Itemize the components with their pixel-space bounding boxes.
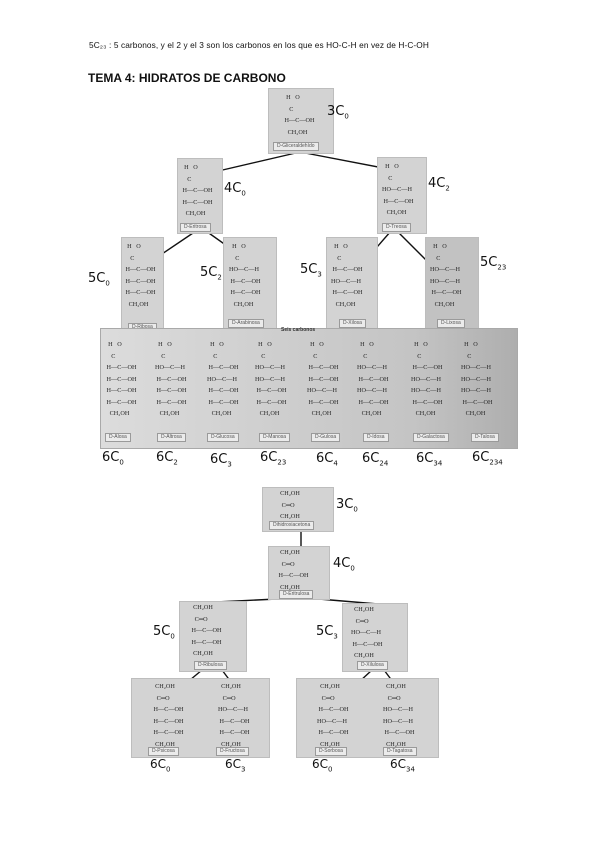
carbon-note: 5C3 (316, 624, 338, 641)
structure-card-xilulosa: CH₂OH C═O HO—C—H H—C—OH CH₂OH D-Xilulosa (342, 603, 408, 672)
structural-formula: CH₂OH C═O H—C—OH H—C—OH H—C—OH CH₂OH (153, 683, 184, 748)
page-title: TEMA 4: HIDRATOS DE CARBONO (88, 71, 286, 85)
structural-formula: H O C H—C—OH HO—C—H HO—C—H H—C—OH CH₂OH (411, 341, 443, 417)
structural-formula: CH₂OH C═O HO—C—H H—C—OH CH₂OH (351, 606, 383, 659)
structural-formula: H O C H—C—OH CH₂OH (284, 94, 315, 136)
structural-formula: H O C HO—C—H H—C—OH HO—C—H H—C—OH CH₂OH (357, 341, 389, 417)
structural-formula: H O C H—C—OH H—C—OH CH₂OH (182, 164, 213, 217)
carbon-note: 6C2 (156, 450, 178, 467)
structural-formula: H O C H—C—OH H—C—OH H—C—OH CH₂OH (125, 243, 156, 308)
molecule-label: D-Galactosa (413, 433, 449, 442)
six-carbon-label: Seis carbonos (281, 327, 316, 333)
carbon-note: 5C0 (88, 271, 110, 288)
molecule-label: Dihidroxiacetona (269, 521, 315, 530)
structure-card-eritrulosa: CH₂OH C═O H—C—OH CH₂OH D-Eritrulosa (268, 546, 330, 600)
molecule-label: D-Treosa (382, 223, 411, 232)
structure-card-lixosa: H O C HO—C—H HO—C—H H—C—OH CH₂OH D-Lixos… (425, 237, 479, 330)
structural-formula: CH₂OH C═O H—C—OH H—C—OH CH₂OH (191, 604, 222, 657)
structural-formula: H O C HO—C—H H—C—OH H—C—OH H—C—OH CH₂OH (155, 341, 187, 417)
six-carbon-panel: Seis carbonos H O C H—C—OH H—C—OH H—C—OH… (100, 327, 518, 449)
carbon-note: 6C24 (362, 451, 389, 468)
molecule-label: D-Xilulosa (357, 661, 388, 670)
structural-formula: CH₂OH C═O H—C—OH CH₂OH (278, 549, 309, 591)
structural-formula: H O C HO—C—H HO—C—H HO—C—H H—C—OH CH₂OH (461, 341, 493, 417)
molecule-label: D-Psicosa (148, 747, 179, 756)
carbon-note: 6C34 (416, 451, 443, 468)
carbon-note: 6C3 (225, 757, 246, 774)
structure-card-psicosa-fructosa: CH₂OH C═O H—C—OH H—C—OH H—C—OH CH₂OH D-P… (131, 678, 270, 758)
carbon-note: 3C0 (327, 104, 349, 121)
molecule-label: D-Xilosa (339, 319, 366, 328)
structure-card-arabinosa: H O C HO—C—H H—C—OH H—C—OH CH₂OH D-Arabi… (223, 237, 277, 330)
carbon-note: 6C4 (316, 451, 338, 468)
structural-formula: H O C HO—C—H HO—C—H H—C—OH H—C—OH CH₂OH (255, 341, 287, 417)
molecule-label: D-Alosa (105, 433, 131, 442)
structural-formula: H O C H—C—OH HO—C—H H—C—OH H—C—OH CH₂OH (207, 341, 239, 417)
structural-formula: H O C H—C—OH H—C—OH HO—C—H H—C—OH CH₂OH (307, 341, 339, 417)
carbon-note: 5C3 (300, 262, 322, 279)
molecule-label: D-Gliceraldehído (273, 142, 319, 151)
carbon-note: 5C23 (480, 255, 507, 272)
molecule-label: D-Eritrulosa (279, 590, 314, 599)
molecule-label: D-Gulosa (311, 433, 341, 442)
structural-formula: CH₂OH C═O H—C—OH HO—C—H H—C—OH CH₂OH (317, 683, 349, 748)
structure-card-eritrosa: H O C H—C—OH H—C—OH CH₂OH D-Eritrosa (177, 158, 223, 234)
header-note: 5C₂₃ : 5 carbonos, y el 2 y el 3 son los… (89, 40, 429, 50)
structural-formula: CH₂OH C═O HO—C—H HO—C—H H—C—OH CH₂OH (383, 683, 415, 748)
carbon-note: 3C0 (336, 497, 358, 514)
carbon-note: 6C23 (260, 450, 287, 467)
carbon-note: 6C34 (390, 757, 415, 774)
structure-card-sorbosa-tagatosa: CH₂OH C═O H—C—OH HO—C—H H—C—OH CH₂OH D-S… (296, 678, 439, 758)
molecule-label: D-Talosa (471, 433, 499, 442)
structure-card-dihidroxiacetona: CH₂OH C═O CH₂OH Dihidroxiacetona (262, 487, 334, 532)
carbon-note: 5C2 (200, 265, 222, 282)
molecule-label: D-Ribulosa (194, 661, 227, 670)
carbon-note: 4C0 (333, 556, 355, 573)
structural-formula: H O C H—C—OH HO—C—H H—C—OH CH₂OH (331, 243, 363, 308)
carbon-note: 6C234 (472, 450, 503, 467)
structural-formula: H O C HO—C—H HO—C—H H—C—OH CH₂OH (430, 243, 462, 308)
carbon-note: 6C0 (150, 757, 171, 774)
molecule-label: D-Glucosa (207, 433, 239, 442)
molecule-label: D-Lixosa (437, 319, 465, 328)
molecule-label: D-Sorbosa (315, 747, 347, 756)
molecule-label: D-Arabinosa (228, 319, 264, 328)
carbon-note: 6C0 (312, 757, 333, 774)
structure-card-gliceraldehido: H O C H—C—OH CH₂OH D-Gliceraldehído (268, 88, 334, 154)
carbon-note: 4C2 (428, 176, 450, 193)
carbon-note: 6C3 (210, 452, 232, 469)
structure-card-treosa: H O C HO—C—H H—C—OH CH₂OH D-Treosa (377, 157, 427, 234)
structural-formula: H O C HO—C—H H—C—OH CH₂OH (382, 163, 414, 216)
carbon-note: 6C0 (102, 450, 124, 467)
molecule-label: D-Idosa (363, 433, 389, 442)
structure-card-ribulosa: CH₂OH C═O H—C—OH H—C—OH CH₂OH D-Ribulosa (179, 601, 247, 672)
molecule-label: D-Eritrosa (180, 223, 211, 232)
molecule-label: D-Altrosa (157, 433, 186, 442)
structure-card-ribosa: H O C H—C—OH H—C—OH H—C—OH CH₂OH D-Ribos… (121, 237, 164, 334)
structural-formula: H O C HO—C—H H—C—OH H—C—OH CH₂OH (229, 243, 261, 308)
molecule-label: D-Manosa (259, 433, 291, 442)
structure-card-xilosa: H O C H—C—OH HO—C—H H—C—OH CH₂OH D-Xilos… (326, 237, 378, 330)
molecule-label: D-Fructosa (216, 747, 249, 756)
structural-formula: H O C H—C—OH H—C—OH H—C—OH H—C—OH CH₂OH (106, 341, 137, 417)
structural-formula: CH₂OH C═O HO—C—H H—C—OH H—C—OH CH₂OH (218, 683, 250, 748)
carbon-note: 4C0 (224, 181, 246, 198)
carbon-note: 5C0 (153, 624, 175, 641)
structural-formula: CH₂OH C═O CH₂OH (280, 490, 300, 520)
molecule-label: D-Tagatosa (383, 747, 417, 756)
